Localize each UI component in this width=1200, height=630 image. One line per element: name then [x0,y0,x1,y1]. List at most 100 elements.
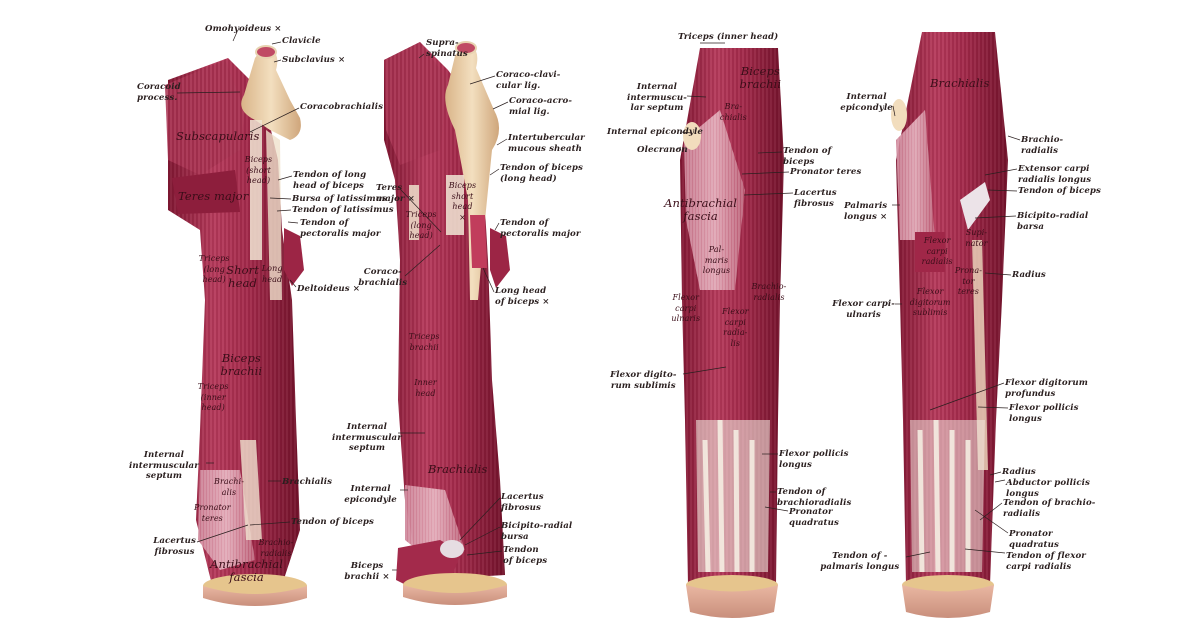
leader-line [984,168,1018,176]
label-lacertus-fibrosus: Lacertus fibrosus [153,536,196,557]
label-flexor-carpi-ulnaris: Flexor carpi- ulnaris [832,299,895,320]
label-bra-chialis: Bra- chialis [719,102,747,122]
label-pronator-teres: Pronator teres [790,167,862,177]
label-brachio-radialis: Brachio- radialis [1021,135,1064,156]
label-long-head-of-biceps: Long head of biceps × [495,286,550,307]
leader-line [987,189,1018,192]
label-biceps-short-head: Biceps (short head) [244,155,273,185]
label-flexor-digitorum-profundus: Flexor digitorum profundus [1005,378,1088,399]
leader-line [276,209,292,212]
panel-3-forearm-superficial [680,48,784,618]
label-teres-major: Teres major [178,189,249,203]
leader-line [682,366,727,375]
label-tendon-of-brachioradialis: Tendon of brachioradialis [777,487,852,508]
label-tendon-of-latissimus: Tendon of latissimus [292,205,394,215]
label-brachialis: Brachialis [930,76,990,90]
label-flexor-digito-rum-sublimis: Flexor digito- rum sublimis [610,370,677,391]
leader-line [743,192,794,196]
leader-line [269,197,292,200]
label-intertubercular-mucous-sheath: Intertubercular mucous sheath [508,133,585,154]
label-triceps-long-head: Triceps (long head) [405,210,437,240]
leader-line [482,267,495,293]
leader-line [289,279,297,288]
label-flexor-carpi-radia-lis: Flexor carpi radia- lis [722,307,749,348]
label-biceps-brachii: Biceps brachii [220,351,263,378]
leader-line [905,551,931,558]
label-inner-head: Inner head [414,378,437,398]
label-internal-intermuscu-lar-septum: Internal intermuscu- lar septum [627,82,687,113]
label-radius: Radius [1002,467,1036,477]
leader-line [232,31,238,42]
leader-line [273,59,282,63]
label-omohyoideus: Omohyoideus × [205,24,282,34]
panel-1-arm-superficial [165,45,307,606]
label-triceps-brachii: Triceps brachii [408,332,440,352]
leader-line [494,222,500,231]
label-coraco-brachialis: Coraco- brachialis [358,267,408,288]
label-teres-major: Teres major × [376,183,415,204]
leader-line [1007,135,1021,141]
label-flexor-digitorum-sublimis: Flexor digitorum sublimis [909,287,951,317]
label-flexor-pollicis-longus: Flexor pollicis longus [1009,403,1079,424]
label-brachialis: Brachialis [282,477,333,487]
label-biceps-brachii: Biceps brachii × [344,561,390,582]
label-tendon-of-long-head-of-biceps: Tendon of long head of biceps [293,170,367,191]
label-triceps-inner-head: Triceps (inner head) [197,382,229,412]
label-coraco-clavi-cular-lig: Coraco-clavi- cular lig. [496,70,561,91]
leader-line [964,548,1006,554]
panel-2-arm-deep [384,41,510,605]
leader-line [892,105,896,117]
label-triceps-long-head: Triceps (long head) [198,254,230,284]
label-prona-tor-teres: Prona- tor teres [954,266,983,296]
leader-line [496,138,508,146]
label-pronator-quadratus: Pronator quadratus [789,507,839,528]
label-coracobrachialis: Coracobrachialis [300,102,384,112]
label-biceps-brachii: Biceps brachii [739,64,782,91]
label-extensor-carpi-radialis-longus: Extensor carpi radialis longus [1018,164,1092,185]
leader-line [686,95,707,98]
label-tendon-of-biceps-long-head: Tendon of biceps (long head) [500,163,583,184]
label-brachio-radialis: Brachio- radialis [751,282,787,302]
label-internal-epicondyle: Internal epicondyle [607,127,703,137]
label-flexor-pollicis-longus: Flexor pollicis longus [779,449,849,470]
label-antibrachial-fascia: Antibrachial fascia [210,557,284,584]
label-biceps-short-head: Biceps short head × [448,181,477,222]
label-deltoideus: Deltoideus × [297,284,361,294]
leader-line [418,53,425,59]
leader-line [466,550,503,556]
leader-line [176,91,241,94]
label-coracoid-process: Coracoid process. [137,82,181,103]
label-abductor-pollicis-longus: Abductor pollicis longus [1006,478,1090,499]
leader-line [974,215,1017,219]
label-tendon-of-pectoralis-major: Tendon of pectoralis major [300,218,381,239]
label-short-head: Short head [226,263,259,290]
label-internal-epicondyle: Internal epicondyle [344,484,397,505]
leader-line [489,168,500,176]
leader-line [400,189,442,233]
leader-line [464,526,501,546]
leader-line [741,171,790,175]
label-pronator-quadratus: Pronator quadratus [1009,529,1059,550]
leader-line [277,175,293,181]
label-long-head: Long head [261,264,283,284]
leader-line [249,107,300,133]
label-tendon-of-biceps: Tendon of biceps [291,517,374,527]
label-lacertus-fibrosus: Lacertus fibrosus [794,188,837,209]
leader-line [984,272,1012,276]
leader-line [979,502,1003,521]
label-pronator-teres: Pronator teres [194,503,231,523]
leader-line [757,151,783,154]
label-bicipito-radial-barsa: Bicipito-radial barsa [1017,211,1089,232]
label-clavicle: Clavicle [282,36,321,46]
label-supi-nator: Supi- nator [965,228,988,248]
label-tendon-of-brachio-radialis: Tendon of brachio- radialis [1003,498,1096,519]
label-tendon-of-palmaris-longus: Tendon of - palmaris longus [820,551,900,572]
label-brachi-alis: Brachi- alis [213,477,245,497]
label-antibrachial-fascia: Antibrachial fascia [664,196,738,223]
leader-line [271,41,282,45]
label-flexor-carpi-radialis: Flexor carpi radialis [921,236,953,266]
leader-line [764,506,789,512]
leader-line [680,131,693,134]
